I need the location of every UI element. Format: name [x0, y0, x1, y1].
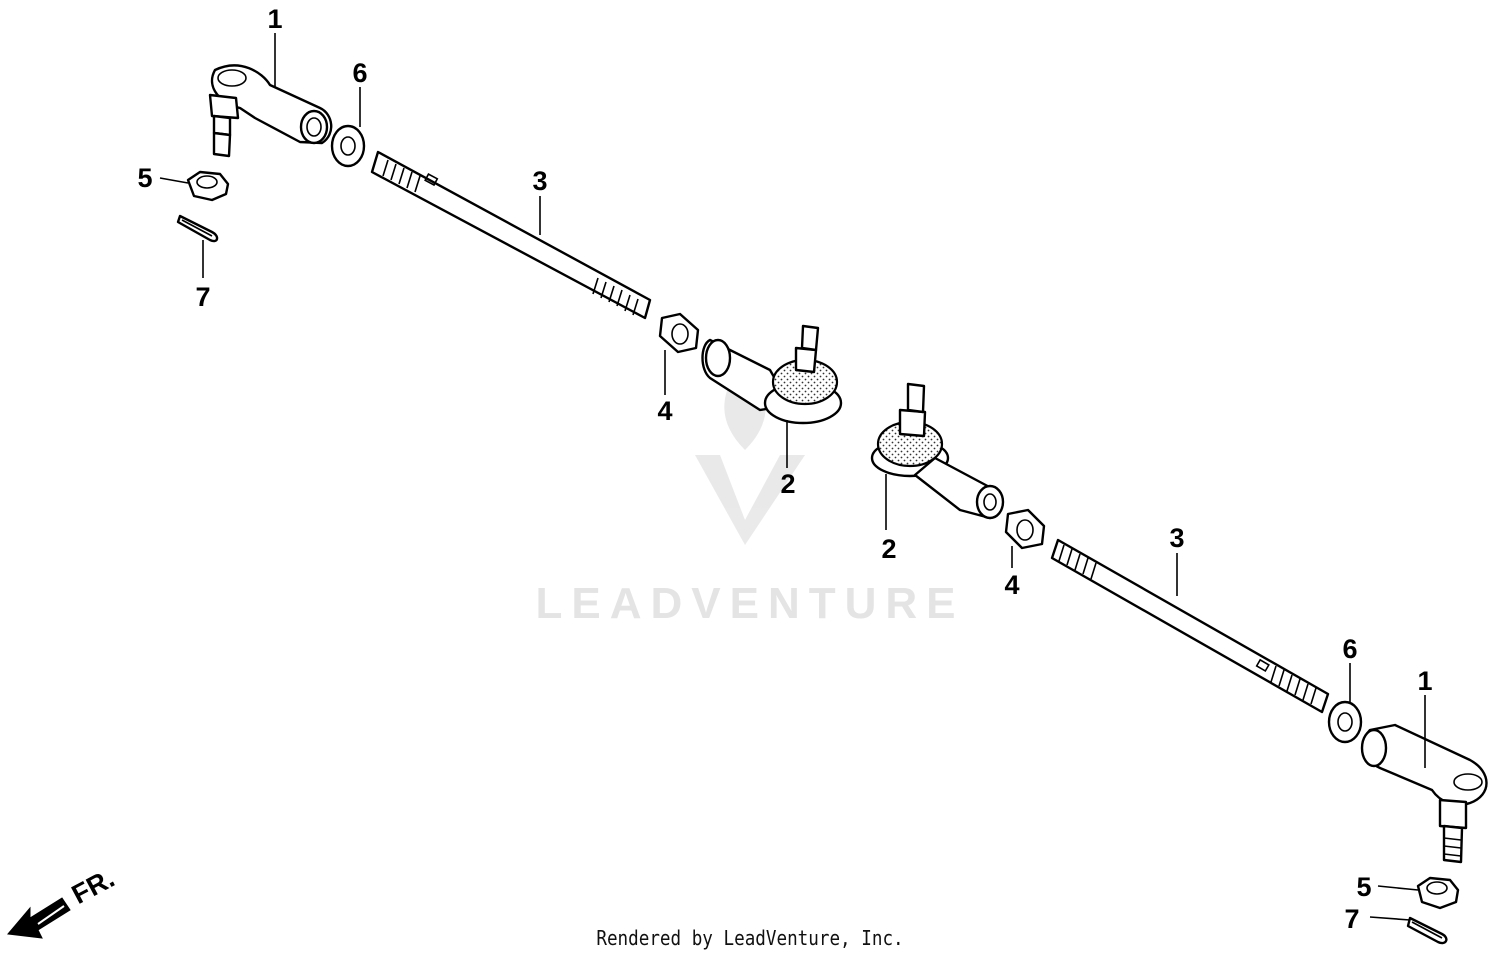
part-7-cotter-pin-left [176, 214, 219, 243]
part-4-lock-nut-left [658, 312, 700, 354]
part-6-washer-left [330, 124, 366, 168]
part-3-tie-rod-right [1050, 538, 1330, 714]
callout-7-left: 7 [195, 282, 210, 312]
callout-6-right: 6 [1342, 634, 1357, 664]
front-direction-label: FR. [67, 863, 119, 910]
watermark-brand-text: LEADVENTURE [535, 579, 964, 628]
part-5-castle-nut-right [1416, 876, 1460, 910]
part-2-inner-ball-joint-right [870, 382, 1005, 520]
part-1-tie-rod-end-left [208, 64, 333, 158]
callout-1-left: 1 [267, 4, 282, 34]
callout-6-left: 6 [352, 58, 367, 88]
part-6-washer-right [1327, 700, 1363, 744]
part-4-lock-nut-right [1004, 508, 1046, 550]
callout-5-right: 5 [1356, 872, 1371, 902]
rendered-by-footer: Rendered by LeadVenture, Inc. [596, 926, 904, 950]
callout-4-left: 4 [657, 396, 672, 426]
part-7-cotter-pin-right [1406, 916, 1448, 945]
part-2-inner-ball-joint-left [701, 324, 843, 425]
part-5-castle-nut-left [186, 170, 230, 202]
callout-2-right: 2 [881, 534, 896, 564]
callout-4-right: 4 [1004, 570, 1019, 600]
callout-1-right: 1 [1417, 666, 1432, 696]
callout-3-right: 3 [1169, 523, 1184, 553]
callout-3-left: 3 [532, 166, 547, 196]
callout-7-right: 7 [1344, 904, 1359, 934]
callout-5-left: 5 [137, 163, 152, 193]
callout-2-left: 2 [780, 469, 795, 499]
leader-lines [159, 33, 1426, 921]
part-3-tie-rod-left [370, 150, 652, 320]
